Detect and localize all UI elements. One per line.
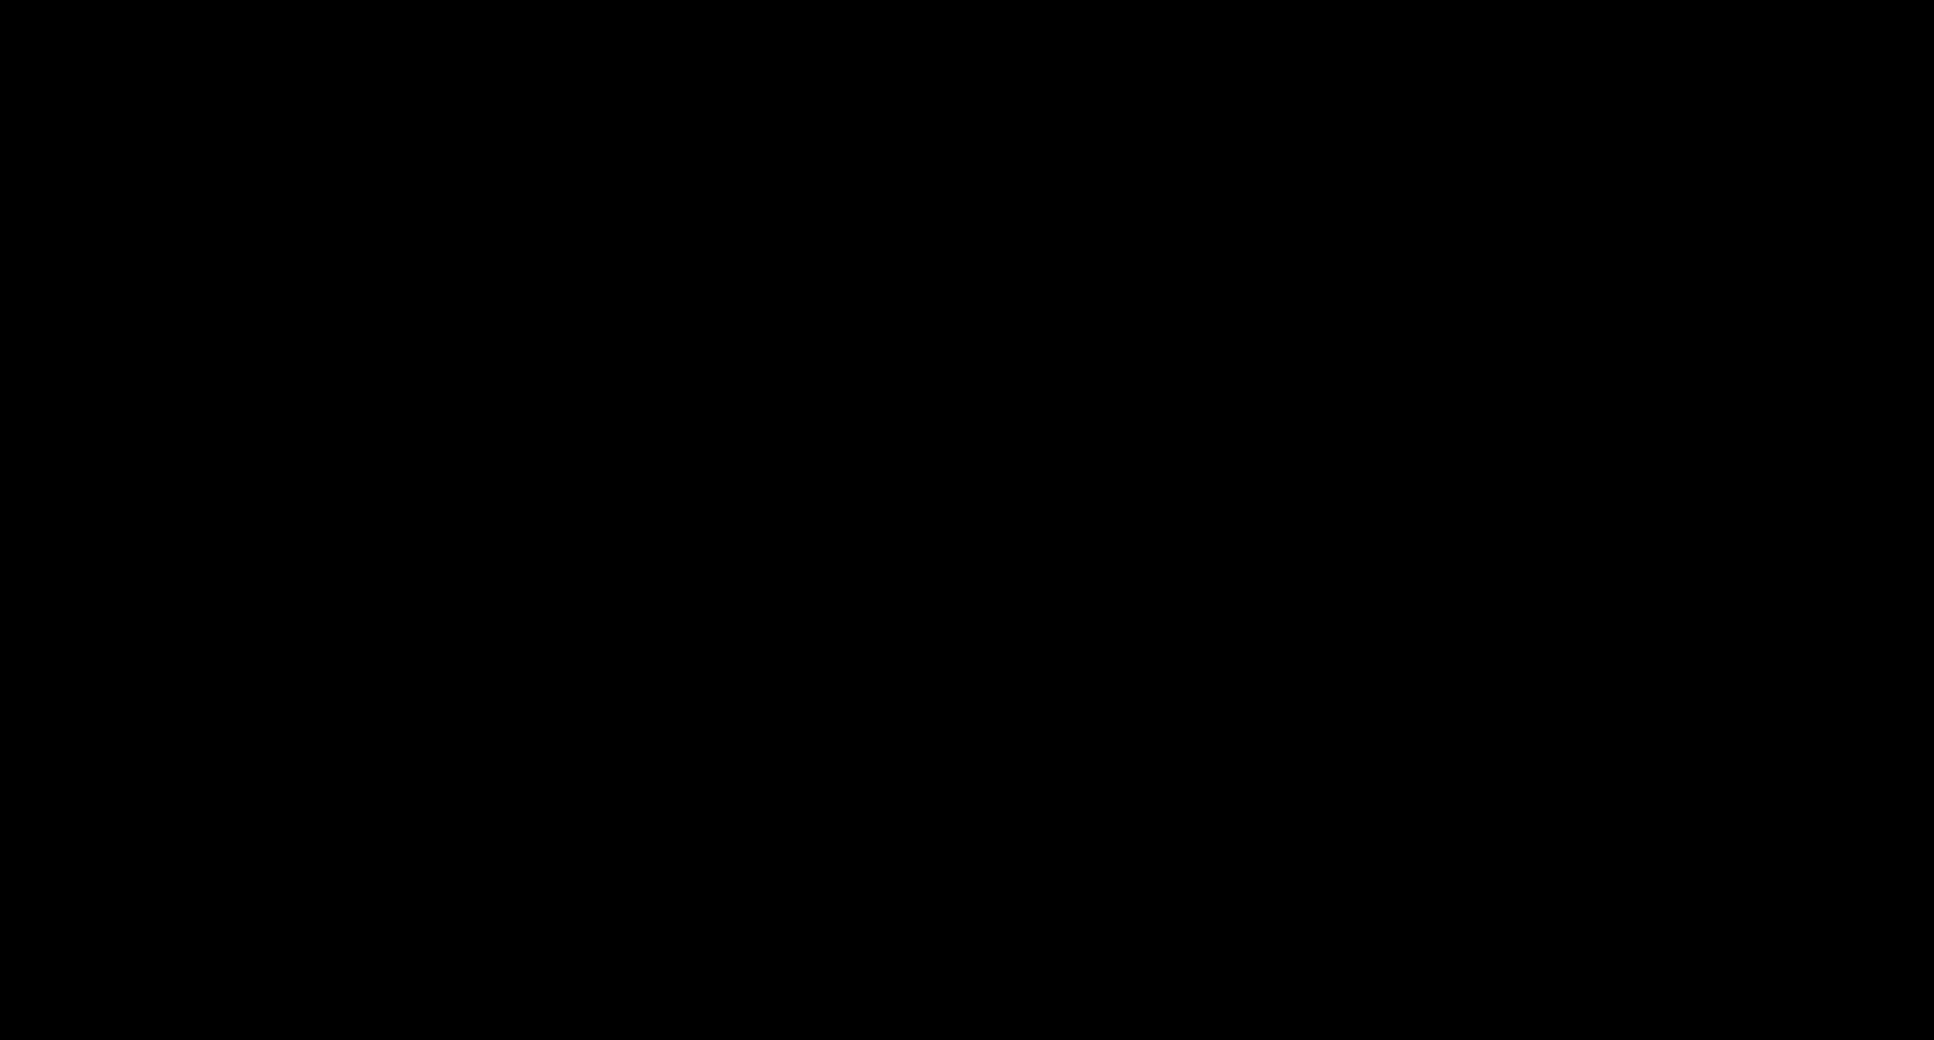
circuit-3: 3) (1552, 26, 1916, 528)
circuit-2-node (1325, 154, 1343, 172)
circuit-2: 2) (670, 26, 1448, 361)
circuit-2-label: 2) (692, 26, 743, 84)
circuit-4: 4) (10, 684, 784, 1023)
circuit-1-resistor-2 (213, 299, 364, 361)
circuit-1-label: 1) (30, 26, 81, 84)
circuit-1-node (445, 321, 463, 339)
circuit-4-node (113, 817, 131, 835)
circuit-2-resistor-1 (845, 132, 998, 194)
circuit-2-wires (670, 161, 1448, 332)
circuit-5-resistor-2 (1314, 795, 1466, 857)
circuit-5-resistor-1 (984, 795, 1135, 857)
circuit-1-resistor-1 (213, 132, 364, 194)
circuit-1: 1) (10, 26, 567, 528)
circuit-3-resistor-3 (1645, 466, 1797, 528)
circuit-1-node (113, 321, 131, 339)
circuit-4-resistor-2 (543, 795, 696, 857)
circuit-4-resistor-3 (213, 961, 364, 1023)
circuit-3-resistor-1 (1645, 132, 1797, 194)
circuit-3-wires (1552, 161, 1887, 499)
circuit-2-resistor-3 (984, 299, 1135, 361)
circuit-2-resistor-2 (1121, 132, 1273, 194)
circuit-3-label: 3) (1575, 26, 1626, 84)
circuit-3-resistor-2 (1854, 254, 1916, 406)
circuit-2-node (774, 154, 792, 172)
circuit-4-wires (10, 824, 784, 994)
circuit-4-resistor-1 (213, 795, 364, 857)
circuit-5: 5) (892, 684, 1890, 857)
circuit-5-label: 5) (912, 684, 963, 742)
circuit-1-node (113, 154, 131, 172)
circuit-5-resistor-3 (1645, 795, 1797, 857)
circuit-1-wires (10, 161, 567, 499)
circuit-1-node (445, 154, 463, 172)
circuit-1-resistor-3 (213, 466, 364, 528)
circuit-4-node (445, 817, 463, 835)
circuit-4-label: 4) (30, 684, 81, 742)
